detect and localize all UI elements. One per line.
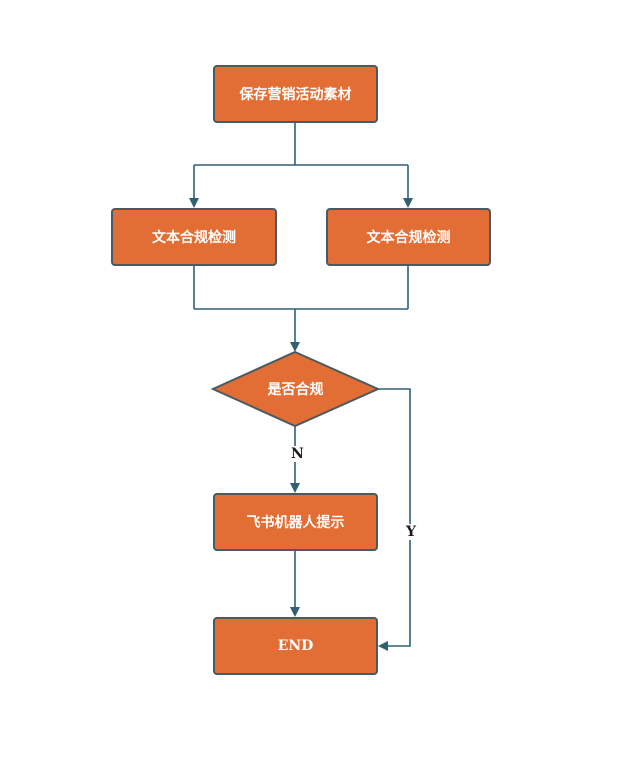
node-end: END	[213, 617, 378, 675]
decision-diamond	[210, 350, 381, 428]
node-text-compliance-check-right: 文本合规检测	[326, 208, 491, 266]
node-check-left-label: 文本合规检测	[152, 230, 236, 246]
node-check-right-label: 文本合规检测	[366, 230, 451, 246]
node-text-compliance-check-left: 文本合规检测	[111, 208, 277, 266]
node-save-label: 保存营销活动素材	[239, 87, 352, 103]
node-bot-label: 飞书机器人提示	[246, 515, 345, 531]
node-feishu-bot-notice: 飞书机器人提示	[213, 493, 378, 551]
decision-text: 是否合规	[267, 382, 324, 398]
connector-decision-to-end-yes	[378, 388, 411, 651]
node-save-materials: 保存营销活动素材	[213, 65, 378, 123]
node-end-label: END	[277, 638, 314, 654]
edge-label-yes: Y	[404, 524, 418, 540]
edge-label-no: N	[289, 446, 306, 462]
decision-label: 是否合规	[213, 352, 378, 426]
